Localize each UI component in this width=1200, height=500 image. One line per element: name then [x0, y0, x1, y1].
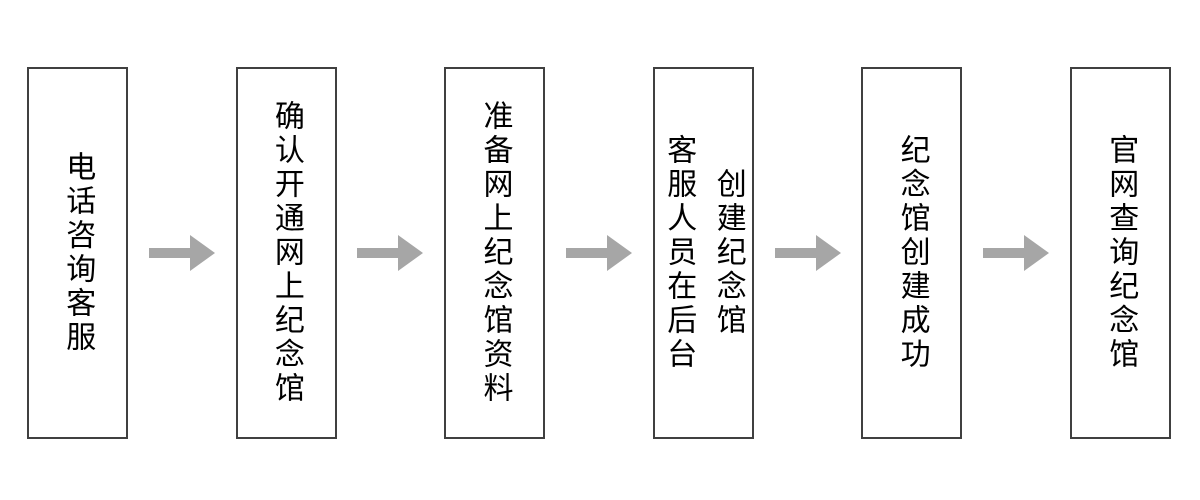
flow-step-2: 确认开通网上纪念馆	[235, 67, 337, 439]
connector-1	[128, 67, 236, 439]
arrow-right-icon	[148, 235, 215, 271]
connector-4	[754, 67, 862, 439]
flow-step-label: 纪念馆创建成功	[895, 134, 929, 372]
flow-step-6: 官网查询纪念馆	[1069, 67, 1171, 439]
flow-step-1: 电话咨询客服	[27, 67, 128, 439]
flow-step-3: 准备网上纪念馆资料	[444, 67, 546, 439]
arrow-right-icon	[565, 235, 632, 271]
flow-step-4: 客服人员在后台 创建纪念馆	[652, 67, 754, 439]
arrow-right-icon	[357, 235, 424, 271]
connector-3	[545, 67, 653, 439]
arrow-right-icon	[774, 235, 841, 271]
flow-step-label: 官网查询纪念馆	[1104, 134, 1138, 372]
flow-step-label: 准备网上纪念馆资料	[478, 100, 512, 406]
connector-5	[962, 67, 1070, 439]
arrow-right-icon	[983, 235, 1050, 271]
flow-step-label: 电话咨询客服	[61, 151, 95, 355]
connector-2	[337, 67, 445, 439]
flow-step-label: 客服人员在后台 创建纪念馆	[662, 134, 745, 372]
flow-step-5: 纪念馆创建成功	[861, 67, 963, 439]
flow-step-label: 确认开通网上纪念馆	[269, 100, 303, 406]
flowchart: 电话咨询客服 确认开通网上纪念馆 准备网上纪念馆资料 客服人员在后台 创建纪念馆…	[27, 67, 1171, 439]
